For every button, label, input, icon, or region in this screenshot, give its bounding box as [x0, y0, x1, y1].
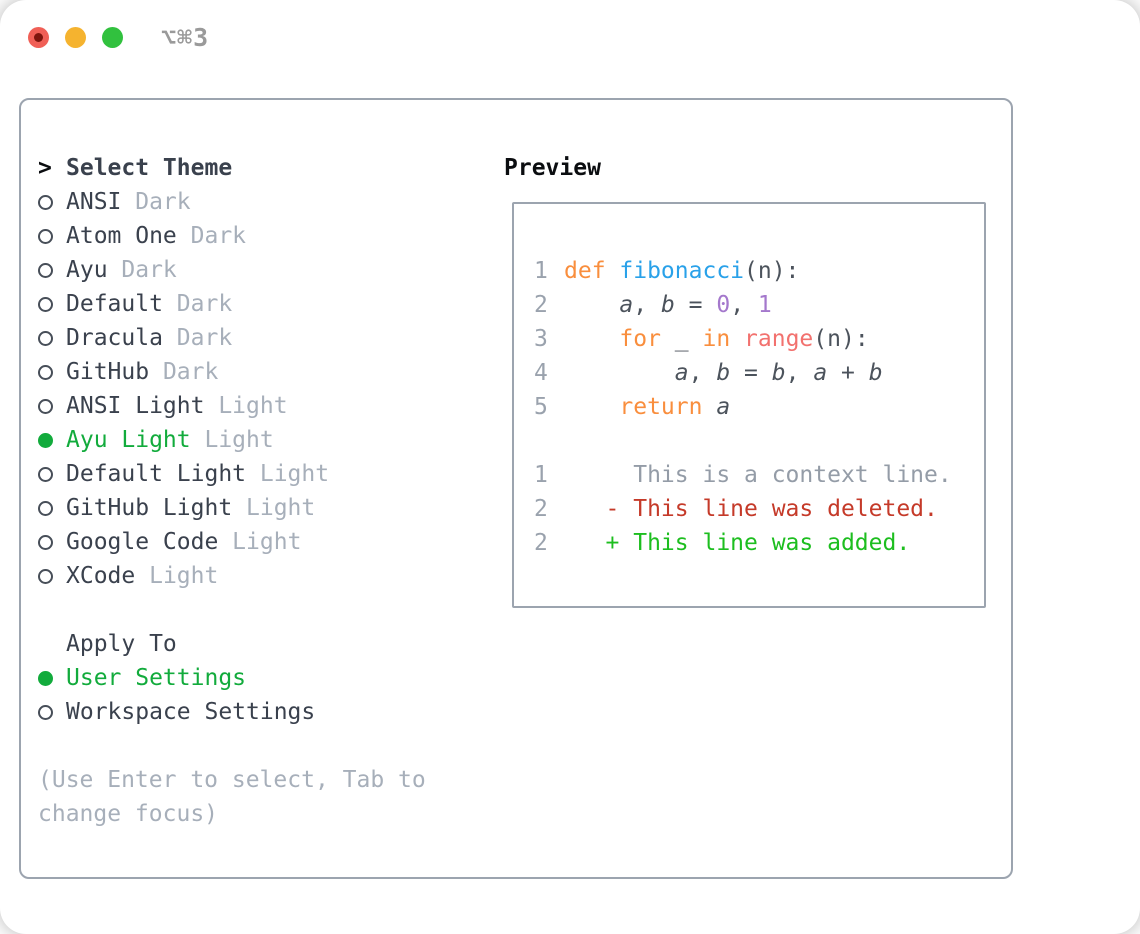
radio-icon: [38, 262, 66, 278]
line-number: 5: [534, 394, 548, 420]
close-button[interactable]: [28, 26, 49, 48]
code-line: 5 return a: [534, 394, 731, 420]
apply-to-header: Apply To: [38, 627, 478, 661]
radio-selected-icon: [38, 432, 66, 448]
radio-icon: [38, 534, 66, 550]
theme-name: ANSI: [66, 189, 122, 215]
theme-name: Atom One: [66, 223, 177, 249]
theme-type-badge: Dark: [162, 325, 233, 351]
radio-icon: [38, 398, 66, 414]
zoom-button[interactable]: [102, 26, 123, 48]
theme-type-badge: Light: [204, 393, 288, 419]
theme-option-default-light[interactable]: Default Light Light: [38, 457, 478, 491]
help-text: (Use Enter to select, Tab to change focus…: [38, 763, 478, 831]
radio-icon: [38, 194, 66, 210]
radio-icon: [38, 228, 66, 244]
window-title: ⌥⌘3: [161, 22, 210, 52]
radio-icon: [38, 466, 66, 482]
theme-type-badge: Light: [218, 529, 302, 555]
theme-name: Ayu Light: [66, 427, 191, 453]
apply-to-title: Apply To: [66, 631, 177, 657]
theme-type-badge: Light: [190, 427, 274, 453]
radio-icon: [38, 364, 66, 380]
theme-option-github-light[interactable]: GitHub Light Light: [38, 491, 478, 525]
theme-name: Dracula: [66, 325, 163, 351]
theme-option-ansi[interactable]: ANSI Dark: [38, 185, 478, 219]
theme-type-badge: Light: [135, 563, 219, 589]
code-line: 2 a, b = 0, 1: [534, 292, 772, 318]
theme-name: GitHub: [66, 359, 150, 385]
close-dot-icon: [34, 32, 43, 42]
theme-name: Default Light: [66, 461, 247, 487]
theme-option-xcode[interactable]: XCode Light: [38, 559, 478, 593]
theme-name: ANSI Light: [66, 393, 205, 419]
theme-option-google-code[interactable]: Google Code Light: [38, 525, 478, 559]
help-line: change focus): [38, 801, 219, 827]
line-number: 4: [534, 360, 548, 386]
diff-line-deleted: 2 - This line was deleted.: [534, 496, 938, 522]
preview-title: Preview: [504, 155, 601, 181]
theme-option-github[interactable]: GitHub Dark: [38, 355, 478, 389]
code-line: 4 a, b = b, a + b: [534, 360, 883, 386]
apply-option-user-settings[interactable]: User Settings: [38, 661, 478, 695]
apply-option-workspace-settings[interactable]: Workspace Settings: [38, 695, 478, 729]
theme-type-badge: Dark: [176, 223, 247, 249]
theme-type-badge: Light: [246, 461, 330, 487]
theme-option-ayu-light[interactable]: Ayu Light Light: [38, 423, 478, 457]
radio-icon: [38, 704, 66, 720]
theme-option-default[interactable]: Default Dark: [38, 287, 478, 321]
apply-option-label: User Settings: [66, 665, 247, 691]
theme-name: Ayu: [66, 257, 108, 283]
prompt-icon: >: [38, 155, 52, 181]
spacer: [38, 593, 478, 627]
apply-option-label: Workspace Settings: [66, 699, 316, 725]
theme-name: Default: [66, 291, 163, 317]
theme-name: Google Code: [66, 529, 219, 555]
theme-option-atom-one[interactable]: Atom One Dark: [38, 219, 478, 253]
help-line: (Use Enter to select, Tab to: [38, 767, 426, 793]
radio-icon: [38, 568, 66, 584]
theme-type-badge: Dark: [121, 189, 191, 215]
code-line: 3 for _ in range(n):: [534, 326, 869, 352]
theme-option-dracula[interactable]: Dracula Dark: [38, 321, 478, 355]
theme-option-ayu[interactable]: Ayu Dark: [38, 253, 478, 287]
titlebar: ⌥⌘3: [28, 23, 209, 52]
select-theme-title: Select Theme: [66, 155, 233, 181]
line-number: 2: [534, 496, 548, 522]
line-number: 2: [534, 530, 548, 556]
select-theme-header: > Select Theme: [38, 151, 478, 185]
theme-type-badge: Light: [232, 495, 316, 521]
line-number: 3: [534, 326, 548, 352]
theme-type-badge: Dark: [162, 291, 233, 317]
radio-icon: [38, 330, 66, 346]
theme-name: XCode: [66, 563, 136, 589]
diff-line-added: 2 + This line was added.: [534, 530, 911, 556]
spacer: [38, 729, 478, 763]
radio-icon: [38, 500, 66, 516]
theme-type-badge: Dark: [107, 257, 177, 283]
theme-option-ansi-light[interactable]: ANSI Light Light: [38, 389, 478, 423]
theme-type-badge: Dark: [149, 359, 219, 385]
radio-icon: [38, 296, 66, 312]
line-number: 1: [534, 462, 548, 488]
blank-line: [534, 424, 984, 458]
line-number: 1: [534, 258, 548, 284]
diff-line-context: 1 This is a context line.: [534, 462, 952, 488]
minimize-button[interactable]: [65, 26, 86, 48]
line-number: 2: [534, 292, 548, 318]
radio-selected-icon: [38, 670, 66, 686]
theme-name: GitHub Light: [66, 495, 233, 521]
